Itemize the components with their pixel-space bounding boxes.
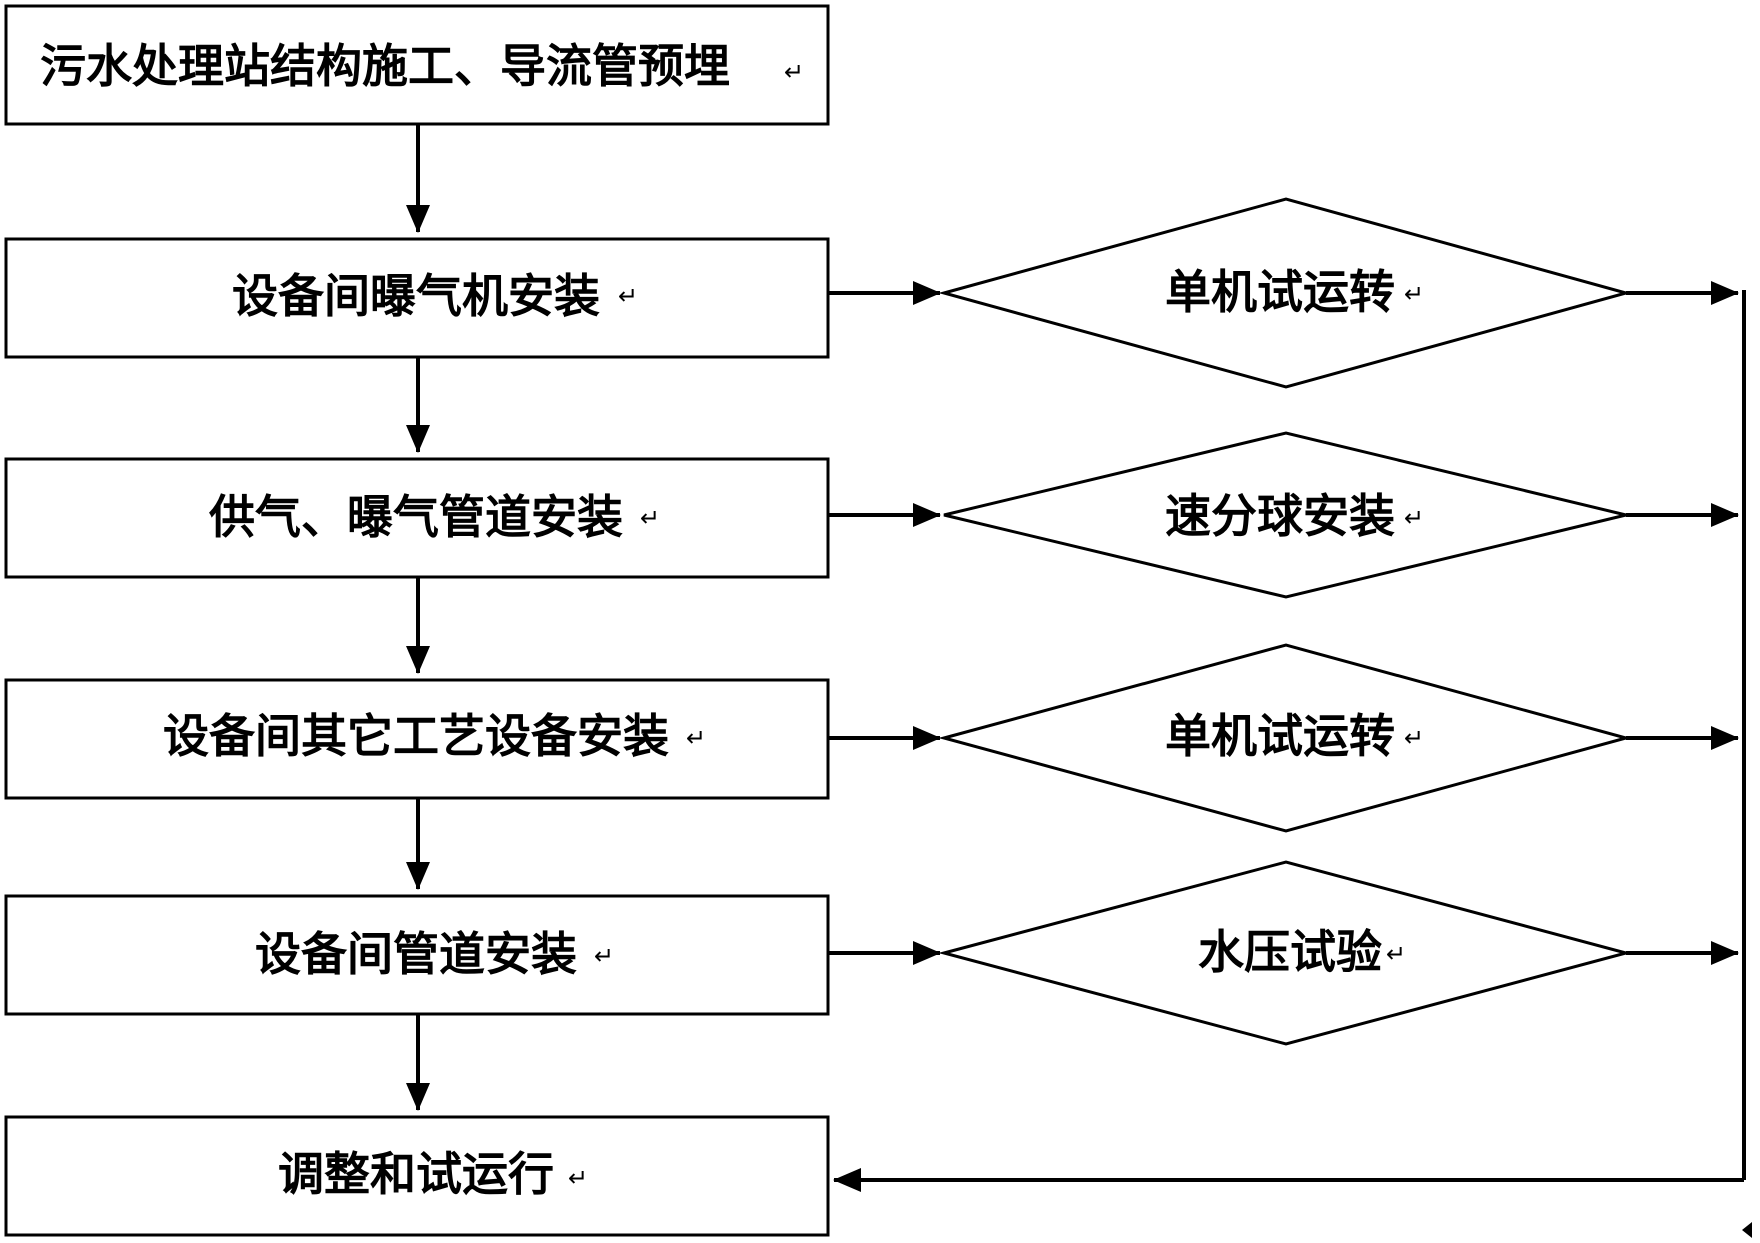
step-6: 调整和试运行 ↵ bbox=[4, 1115, 830, 1237]
corner-mark bbox=[1742, 1222, 1752, 1238]
check-2: 速分球安装 ↵ bbox=[943, 431, 1627, 599]
step-4-label: 设备间其它工艺设备安装 bbox=[163, 709, 669, 763]
check-1: 单机试运转 ↵ bbox=[938, 197, 1632, 389]
step-4-return-mark: ↵ bbox=[686, 724, 706, 752]
step-6-label: 调整和试运行 bbox=[278, 1147, 554, 1201]
return-path bbox=[833, 290, 1746, 1192]
step-2: 设备间曝气机安装 ↵ bbox=[4, 237, 830, 359]
box-to-check-arrows bbox=[828, 281, 941, 965]
step-5-return-mark: ↵ bbox=[594, 942, 614, 970]
step-3-label: 供气、曝气管道安装 bbox=[209, 490, 623, 544]
check-2-label: 速分球安装 bbox=[1165, 489, 1395, 543]
step-5: 设备间管道安装 ↵ bbox=[4, 894, 830, 1016]
step-2-label: 设备间曝气机安装 bbox=[232, 269, 600, 323]
check-3-label: 单机试运转 bbox=[1165, 709, 1395, 763]
step-3: 供气、曝气管道安装 ↵ bbox=[4, 457, 830, 579]
check-4-label: 水压试验 bbox=[1198, 925, 1382, 979]
step-1: 污水处理站结构施工、导流管预埋 ↵ bbox=[4, 4, 830, 126]
check-to-collector-arrows bbox=[1626, 281, 1739, 965]
step-1-return-mark: ↵ bbox=[784, 58, 804, 86]
step-5-label: 设备间管道安装 bbox=[255, 927, 577, 981]
step-1-label: 污水处理站结构施工、导流管预埋 bbox=[40, 39, 730, 93]
step-3-return-mark: ↵ bbox=[640, 504, 660, 532]
check-4: 水压试验 ↵ bbox=[938, 860, 1632, 1046]
check-2-return-mark: ↵ bbox=[1404, 504, 1424, 532]
check-1-label: 单机试运转 bbox=[1165, 265, 1395, 319]
check-1-return-mark: ↵ bbox=[1404, 280, 1424, 308]
check-3-return-mark: ↵ bbox=[1404, 724, 1424, 752]
step-6-return-mark: ↵ bbox=[568, 1164, 588, 1192]
step-4: 设备间其它工艺设备安装 ↵ bbox=[4, 678, 830, 800]
step-2-return-mark: ↵ bbox=[618, 282, 638, 310]
check-4-return-mark: ↵ bbox=[1386, 940, 1406, 968]
check-3: 单机试运转 ↵ bbox=[938, 643, 1632, 833]
